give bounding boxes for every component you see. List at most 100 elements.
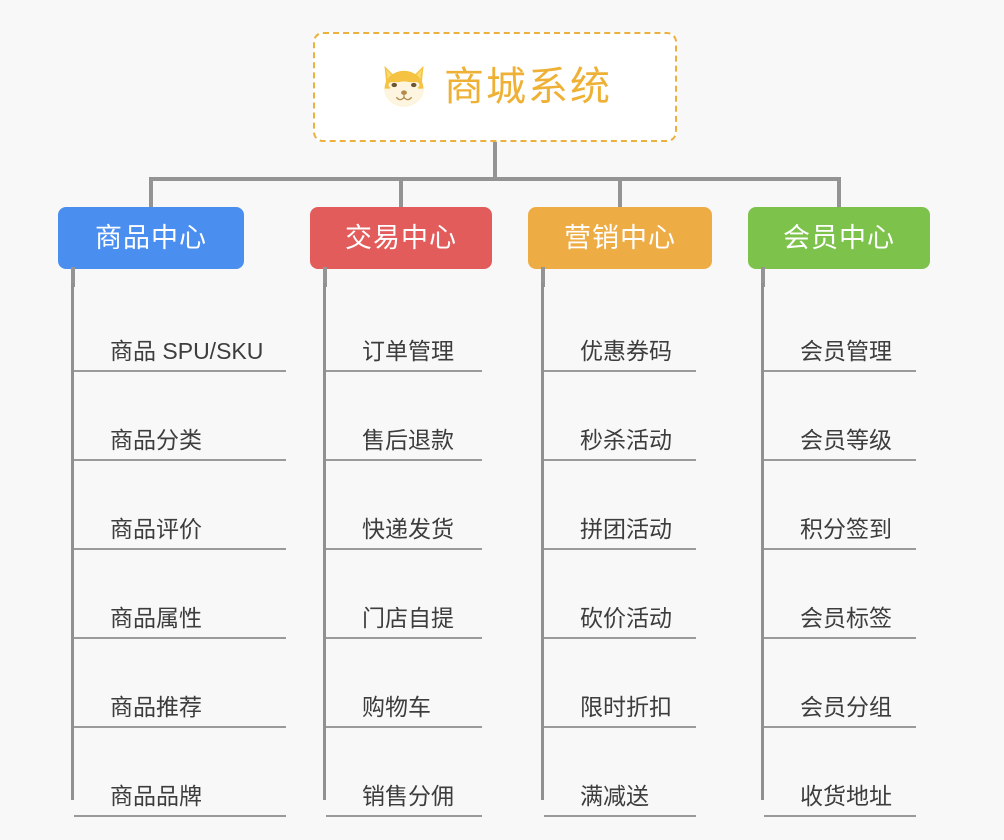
leaf-item[interactable]: 积分签到: [764, 461, 916, 550]
leaf-item-underline: [764, 726, 916, 728]
leaf-item[interactable]: 秒杀活动: [544, 372, 696, 461]
root-node-content: 商城系统: [378, 61, 612, 113]
leaf-item-underline: [544, 370, 696, 372]
connector-stem-2: [541, 267, 545, 287]
connector-drop-2: [618, 177, 622, 209]
leaf-item-label: 门店自提: [362, 605, 454, 631]
leaf-item-label: 销售分佣: [362, 783, 454, 809]
leaf-item-label: 快递发货: [362, 516, 454, 542]
leaf-item-underline: [326, 637, 482, 639]
leaf-item-underline: [544, 548, 696, 550]
connector-drop-3: [837, 177, 841, 209]
leaf-item-label: 限时折扣: [580, 694, 672, 720]
shiba-dog-face-icon: [384, 65, 424, 107]
root-node[interactable]: 商城系统: [313, 32, 677, 142]
leaf-item[interactable]: 拼团活动: [544, 461, 696, 550]
leaf-item-label: 秒杀活动: [580, 427, 672, 453]
leaf-item-underline: [544, 637, 696, 639]
leaf-item-label: 购物车: [362, 694, 431, 720]
leaf-item-underline: [74, 726, 286, 728]
leaf-item-underline: [544, 726, 696, 728]
leaf-item[interactable]: 砍价活动: [544, 550, 696, 639]
leaf-column-1: 订单管理售后退款快递发货门店自提购物车销售分佣: [323, 283, 483, 817]
leaf-item-underline: [74, 548, 286, 550]
leaf-item[interactable]: 会员分组: [764, 639, 916, 728]
leaf-item[interactable]: 会员等级: [764, 372, 916, 461]
leaf-spine: [761, 283, 764, 800]
leaf-item-underline: [326, 726, 482, 728]
connector-drop-0: [149, 177, 153, 209]
category-label: 商品中心: [95, 222, 207, 253]
leaf-item-underline: [74, 370, 286, 372]
leaf-item-underline: [326, 459, 482, 461]
category-box-1[interactable]: 交易中心: [310, 207, 492, 269]
connector-root-stem: [493, 142, 497, 180]
leaf-item-label: 收货地址: [800, 783, 892, 809]
leaf-item[interactable]: 商品品牌: [74, 728, 286, 817]
leaf-item[interactable]: 销售分佣: [326, 728, 482, 817]
leaf-item[interactable]: 会员标签: [764, 550, 916, 639]
leaf-spine: [71, 283, 74, 800]
leaf-item-label: 商品分类: [110, 427, 202, 453]
connector-drop-1: [399, 177, 403, 209]
category-label: 会员中心: [783, 222, 895, 253]
leaf-item-label: 积分签到: [800, 516, 892, 542]
leaf-column-0: 商品 SPU/SKU 商品分类商品评价商品属性商品推荐商品品牌: [71, 283, 287, 817]
leaf-item[interactable]: 商品分类: [74, 372, 286, 461]
leaf-item-label: 商品推荐: [110, 694, 202, 720]
category-label: 交易中心: [345, 222, 457, 253]
leaf-spine: [323, 283, 326, 800]
leaf-item[interactable]: 门店自提: [326, 550, 482, 639]
leaf-item-label: 满减送: [580, 783, 649, 809]
leaf-item-underline: [326, 815, 482, 817]
leaf-item-underline: [764, 370, 916, 372]
leaf-item[interactable]: 订单管理: [326, 283, 482, 372]
leaf-item[interactable]: 会员管理: [764, 283, 916, 372]
leaf-item[interactable]: 商品 SPU/SKU: [74, 283, 286, 372]
connector-stem-1: [323, 267, 327, 287]
leaf-item-label: 会员等级: [800, 427, 892, 453]
leaf-item[interactable]: 收货地址: [764, 728, 916, 817]
leaf-item-underline: [764, 459, 916, 461]
leaf-item[interactable]: 限时折扣: [544, 639, 696, 728]
leaf-item-label: 会员分组: [800, 694, 892, 720]
leaf-item[interactable]: 优惠券码: [544, 283, 696, 372]
leaf-item-label: 砍价活动: [580, 605, 672, 631]
leaf-item-underline: [326, 548, 482, 550]
leaf-item-label: 商品品牌: [110, 783, 202, 809]
leaf-item-label: 商品评价: [110, 516, 202, 542]
category-box-3[interactable]: 会员中心: [748, 207, 930, 269]
leaf-item-underline: [326, 370, 482, 372]
leaf-item-label: 售后退款: [362, 427, 454, 453]
leaf-column-3: 会员管理会员等级积分签到会员标签会员分组收货地址: [761, 283, 917, 817]
leaf-item[interactable]: 快递发货: [326, 461, 482, 550]
leaf-item-underline: [544, 815, 696, 817]
leaf-item-underline: [74, 637, 286, 639]
leaf-item-underline: [74, 459, 286, 461]
leaf-item-label: 拼团活动: [580, 516, 672, 542]
leaf-item[interactable]: 商品推荐: [74, 639, 286, 728]
leaf-item[interactable]: 满减送: [544, 728, 696, 817]
leaf-item-underline: [544, 459, 696, 461]
leaf-item-label: 会员管理: [800, 338, 892, 364]
leaf-item-underline: [764, 548, 916, 550]
leaf-item[interactable]: 购物车: [326, 639, 482, 728]
leaf-item-underline: [74, 815, 286, 817]
leaf-item[interactable]: 售后退款: [326, 372, 482, 461]
category-box-0[interactable]: 商品中心: [58, 207, 244, 269]
leaf-item-label: 优惠券码: [580, 338, 672, 364]
leaf-item-label: 会员标签: [800, 605, 892, 631]
category-box-2[interactable]: 营销中心: [528, 207, 712, 269]
leaf-item-label: 商品 SPU/SKU: [110, 338, 264, 364]
root-title: 商城系统: [444, 65, 612, 109]
leaf-item[interactable]: 商品属性: [74, 550, 286, 639]
leaf-item-underline: [764, 637, 916, 639]
leaf-item-label: 订单管理: [362, 338, 454, 364]
leaf-column-2: 优惠券码秒杀活动拼团活动砍价活动限时折扣满减送: [541, 283, 697, 817]
leaf-spine: [541, 283, 544, 800]
leaf-item[interactable]: 商品评价: [74, 461, 286, 550]
connector-horizontal-bus: [149, 177, 841, 181]
connector-stem-3: [761, 267, 765, 287]
connector-stem-0: [71, 267, 75, 287]
